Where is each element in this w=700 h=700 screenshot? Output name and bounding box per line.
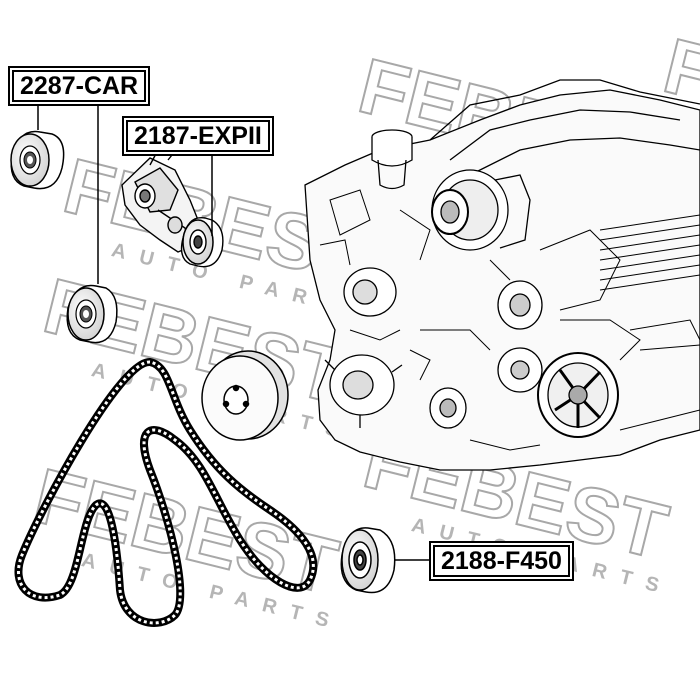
- alternator: [431, 169, 531, 251]
- engine-small-idler: [429, 387, 467, 429]
- crankshaft-damper: [537, 352, 619, 438]
- idler-pulley-2287-lower: [66, 284, 118, 344]
- intake-manifold: [429, 79, 700, 141]
- idler-pulley-2287-top: [10, 130, 65, 190]
- engine-tensioner: [497, 347, 543, 393]
- water-pump: [324, 354, 403, 428]
- engine-detail-lines: [319, 189, 700, 451]
- idler-pulley-2188: [340, 527, 396, 594]
- oil-filler-cap: [371, 129, 413, 190]
- accessory-pump: [343, 267, 397, 317]
- part-number-label-2287-car: 2287-CAR: [12, 70, 147, 102]
- engine-idler-pulley: [497, 280, 543, 330]
- watermark-5: FEBEST AUTO PARTS: [25, 450, 347, 635]
- engine-illustration: [304, 79, 700, 471]
- serpentine-belt: [14, 358, 318, 627]
- part-number-label-2188-f450: 2188-F450: [433, 545, 570, 577]
- balancer-pulley: [201, 350, 289, 441]
- part-number-label-2187-expii: 2187-EXPII: [126, 120, 270, 152]
- belt-tensioner-2187: [121, 149, 224, 268]
